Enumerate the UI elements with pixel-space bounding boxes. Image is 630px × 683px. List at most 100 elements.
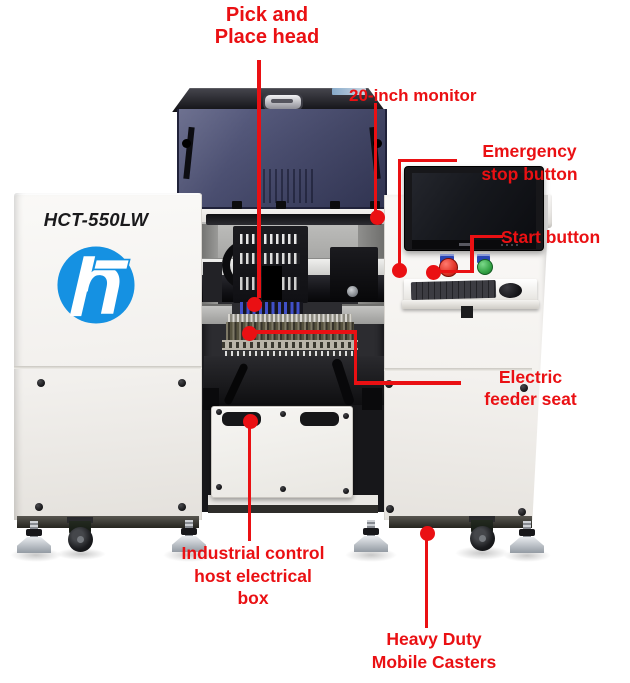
left-base-strip	[17, 516, 199, 528]
right-tower-seam	[384, 368, 532, 371]
foot-base	[510, 537, 544, 553]
annotation-text: Start button	[501, 227, 601, 247]
model-label: HCT-550LW	[20, 209, 172, 231]
pointer-dot-pick-place-head	[246, 296, 262, 312]
screw	[37, 379, 45, 387]
pointer-line-feeder-v	[353, 330, 357, 384]
screw	[35, 503, 43, 511]
hood-handle-notch	[271, 99, 293, 103]
annotation-feeder-seat: Electric feeder seat	[453, 366, 608, 410]
leveling-foot	[171, 520, 207, 556]
screw	[520, 384, 528, 392]
screw	[216, 409, 222, 415]
leveling-foot	[353, 520, 389, 556]
screw	[343, 488, 349, 494]
ground-shadow	[56, 548, 106, 560]
left-cabinet	[14, 193, 202, 520]
tray-bracket	[461, 306, 473, 318]
left-cabinet-seam	[14, 366, 202, 369]
lower-center-white-band	[208, 495, 378, 506]
pointer-line-feeder-h2	[353, 381, 461, 385]
conveyor-rail-left	[202, 304, 232, 324]
annotation-casters: Heavy Duty Mobile Casters	[352, 628, 516, 673]
brand-logo	[57, 246, 135, 324]
leveling-foot	[16, 521, 52, 557]
feeder-top-strip	[228, 314, 352, 323]
annotation-text: box	[237, 588, 269, 608]
screw	[216, 484, 222, 490]
annotation-start-button: Start button	[501, 227, 600, 248]
annotation-text: stop button	[481, 163, 578, 184]
annotation-text: feeder seat	[484, 389, 577, 409]
lower-center-base-edge	[208, 505, 378, 513]
foot-nut	[363, 528, 379, 535]
monitor-indicator-dots	[501, 244, 519, 246]
hood-clamp	[276, 201, 286, 209]
pointer-dot-emergency	[391, 262, 407, 278]
frame-leg-left	[203, 388, 219, 410]
hood-clamp	[232, 201, 242, 209]
screw	[178, 503, 186, 511]
screw	[280, 411, 286, 417]
screw	[178, 379, 186, 387]
caster-wheel-left	[60, 517, 100, 555]
model-text: HCT-550LW	[43, 209, 149, 230]
ground-shadow	[455, 546, 509, 560]
left-bracket	[203, 262, 222, 302]
hood-brand-sticker	[332, 88, 366, 95]
hood-window	[177, 109, 387, 209]
foot-base	[17, 537, 51, 553]
pointer-dot-feeder-seat	[241, 325, 257, 341]
pointer-line-emergency-v	[397, 158, 401, 265]
screw	[343, 413, 349, 419]
pointer-line-casters	[424, 539, 428, 628]
box-vent-right	[300, 412, 339, 426]
feeder-mount-dashes	[222, 342, 358, 348]
caster-wheel-right	[462, 516, 502, 554]
pointer-line-start-h2	[436, 269, 474, 273]
mouse	[499, 283, 522, 298]
annotation-text: Emergency	[482, 141, 577, 161]
pointer-line-feeder-h1	[255, 330, 357, 334]
annotation-text: Heavy Duty	[386, 629, 482, 649]
annotation-text: host electrical	[194, 565, 312, 586]
hood-interior-silhouette	[257, 169, 315, 203]
foot-nut	[519, 529, 535, 536]
foot-base	[172, 536, 206, 552]
pointer-line-emergency-h	[399, 158, 457, 162]
annotation-emergency-stop: Emergency stop button	[452, 140, 607, 185]
caster-plate	[67, 517, 93, 523]
monitor-bottom-bezel	[412, 240, 536, 249]
emergency-stop-button	[439, 258, 458, 277]
annotation-control-box: Industrial control host electrical box	[166, 542, 340, 610]
keyboard	[410, 279, 497, 301]
annotation-text: Place head	[214, 25, 320, 48]
caster-hub	[479, 535, 486, 542]
annotation-pick-place-head: Pick and Place head	[193, 4, 341, 48]
foot-base	[354, 536, 388, 552]
caster-plate	[469, 516, 495, 522]
deck-slot	[206, 214, 382, 225]
frame-leg-right	[362, 388, 382, 410]
annotation-text: Mobile Casters	[371, 651, 497, 672]
screw	[518, 508, 526, 516]
leveling-foot	[509, 521, 545, 557]
feeder-base-dots	[225, 351, 355, 356]
pointer-line-pick-place-head	[257, 60, 261, 298]
motor-cap	[347, 286, 358, 297]
start-button	[477, 259, 493, 275]
head-camera-unit	[262, 266, 282, 300]
pointer-line-monitor	[373, 103, 377, 211]
pointer-dot-casters	[419, 525, 435, 541]
pointer-dot-start	[425, 264, 441, 280]
pointer-line-control-box	[247, 428, 251, 541]
annotation-text: Pick and	[225, 4, 309, 26]
hood-clamp	[330, 201, 340, 209]
head-comb-row-2	[240, 253, 300, 264]
monitor-screen	[412, 173, 536, 240]
pointer-line-start-h1	[470, 234, 503, 238]
tray-front-lip	[402, 300, 539, 309]
annotation-monitor: 20-inch monitor	[349, 86, 477, 106]
annotation-text: 20-inch monitor	[349, 86, 477, 105]
